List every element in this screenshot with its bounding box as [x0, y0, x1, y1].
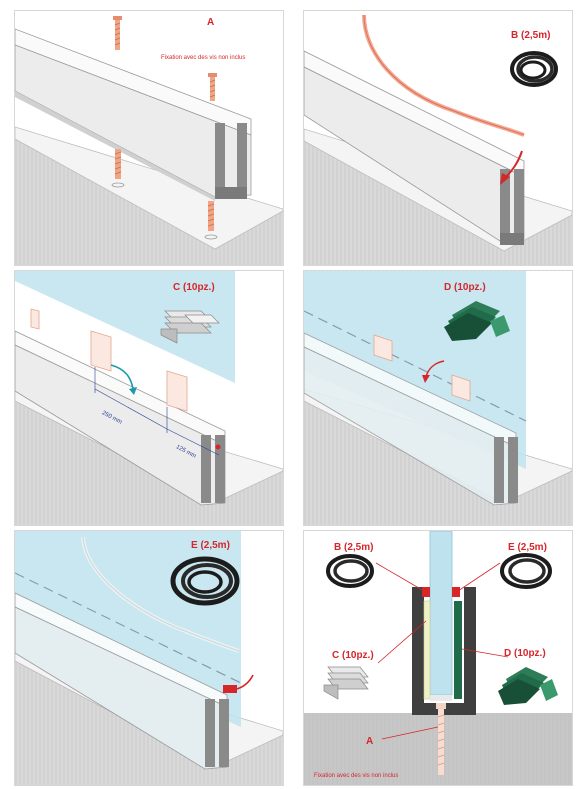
screw-icon: [208, 73, 217, 101]
arrow-icon: [110, 364, 134, 390]
shim-pack-icon: [160, 310, 220, 344]
screw-icon: [111, 149, 125, 188]
gasket-coil-icon: [326, 554, 374, 588]
panel-d-label: D (10pz.): [444, 282, 486, 293]
glass-section: [429, 531, 453, 696]
panel-d: D (10pz.): [303, 270, 573, 526]
panel-c: C (10pz.) 250 mm 125 mm: [14, 270, 284, 526]
screw-icon: [436, 703, 446, 775]
gasket-coil-icon: [500, 553, 552, 589]
panel-a-label: A: [207, 17, 215, 28]
section-label-a: A: [366, 736, 374, 747]
gasket-e-section: [452, 587, 460, 597]
panel-c-illustration: [15, 271, 283, 525]
glass-panel: [15, 271, 235, 383]
shim-c-section: [423, 600, 431, 700]
section-label-c: C (10pz.): [332, 650, 374, 661]
panel-a-illustration: [15, 16, 283, 265]
panel-a: A Fixation avec des vis non inclus: [14, 10, 284, 266]
gasket-coil-icon: [170, 556, 240, 606]
shim-c: [90, 330, 112, 372]
section-label-d: D (10pz.): [504, 648, 546, 659]
screw-icon: [204, 201, 218, 240]
u-profile: [412, 587, 476, 715]
panel-section: B (2,5m) E (2,5m) C (10pz.) D (10pz.) A …: [303, 530, 573, 786]
gasket-b-section: [422, 587, 430, 597]
shim-c: [166, 370, 188, 412]
panel-b: B (2,5m): [303, 10, 573, 266]
pad-d-section: [454, 601, 462, 699]
shim-pack-icon: [323, 666, 369, 700]
pad-pack-icon: [444, 301, 510, 341]
arrow-icon: [236, 674, 254, 690]
panel-a-note: Fixation avec des vis non inclus: [161, 55, 246, 61]
floor-block: [15, 139, 283, 265]
screw-icon: [113, 16, 122, 50]
section-label-e: E (2,5m): [508, 542, 547, 553]
gasket-coil-icon: [510, 51, 558, 87]
panel-e-label: E (2,5m): [191, 540, 230, 551]
panel-d-illustration: [304, 271, 572, 525]
section-label-b: B (2,5m): [334, 542, 374, 553]
section-note: Fixation avec des vis non inclus: [314, 773, 399, 779]
pad-pack-icon: [498, 667, 558, 705]
panel-b-label: B (2,5m): [511, 30, 551, 41]
section-illustration: [304, 531, 572, 785]
panel-e-illustration: [15, 531, 283, 785]
panel-b-illustration: [304, 14, 572, 265]
panel-c-label: C (10pz.): [173, 282, 215, 293]
panel-e: E (2,5m): [14, 530, 284, 786]
